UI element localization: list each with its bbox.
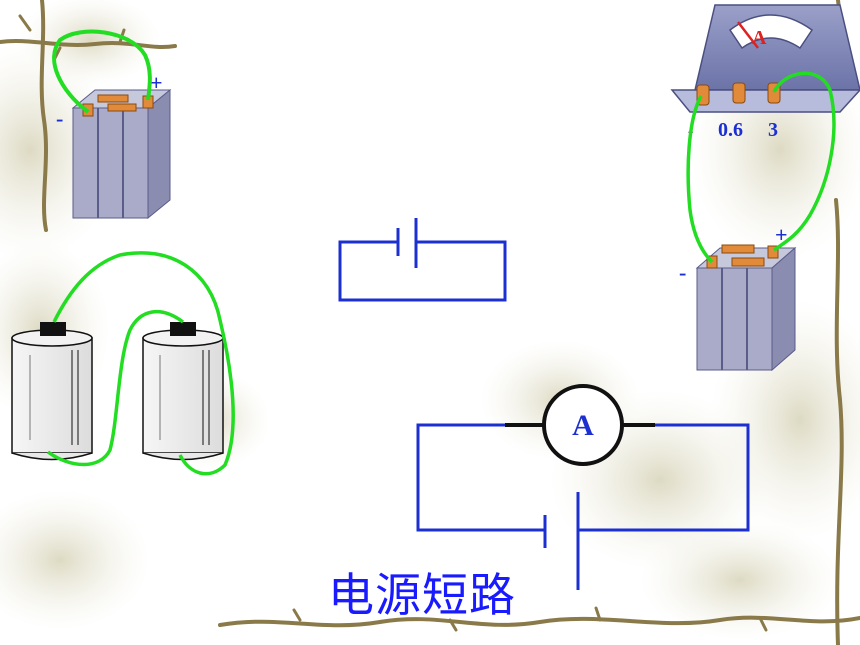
ammeter-terminal-0.6: 0.6 (718, 119, 743, 141)
dry-cell-wire-outer (52, 251, 235, 476)
dry-cell-wire-inner (46, 310, 185, 467)
battery-tl-positive-label: + (150, 70, 163, 95)
ammeter-terminal-3: 3 (768, 119, 778, 141)
ammeter-wires (686, 71, 836, 264)
ammeter-face-letter: A (752, 27, 767, 49)
ammeter-device: A - 0.6 3 (670, 4, 860, 141)
ammeter-short-circuit-schematic: A (416, 384, 750, 590)
battery-tl-negative-label: - (56, 106, 63, 131)
slide-caption: 电源短路 (328, 568, 516, 622)
battery-short-circuit-schematic (338, 218, 507, 302)
battery-top-left: + - (52, 29, 172, 220)
battery-right-negative-label: - (679, 260, 686, 285)
ammeter-symbol-letter: A (572, 409, 594, 442)
short-wire-top-left (52, 29, 152, 114)
ammeter-symbol-circle (542, 384, 624, 466)
battery-right: + - (679, 222, 797, 372)
dry-cells-left (11, 251, 235, 476)
